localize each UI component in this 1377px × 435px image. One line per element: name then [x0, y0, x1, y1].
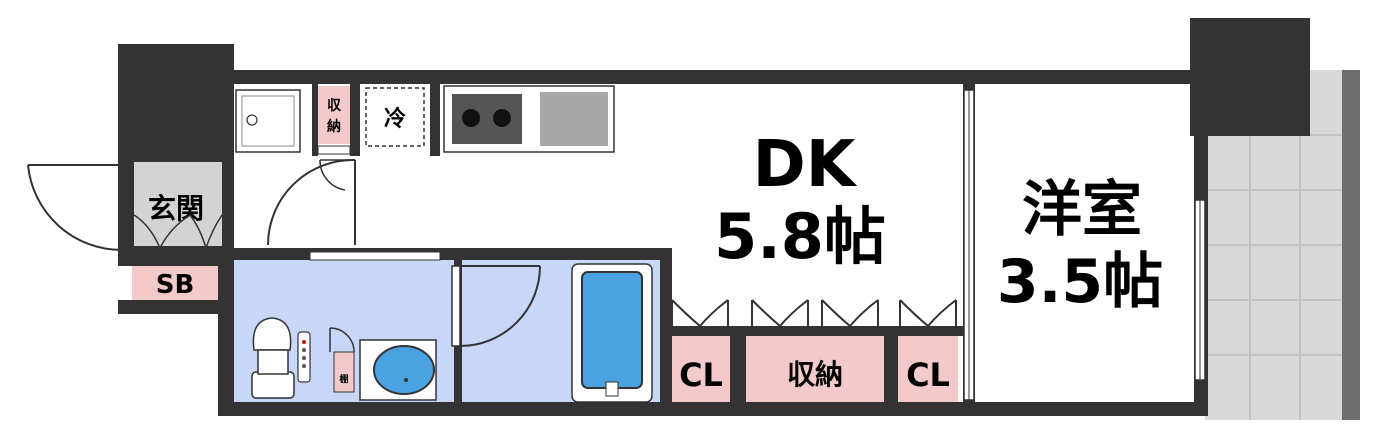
- entrance-floor: [133, 160, 223, 248]
- sliding-door: [309, 251, 441, 261]
- closet-right-label: CL: [906, 356, 950, 394]
- shoe-box-label: SB: [156, 270, 195, 300]
- storage-small-label-1: 収: [327, 97, 342, 114]
- bathtub-icon: [571, 263, 653, 403]
- dk-room-name: DK: [753, 128, 858, 202]
- entrance-inner-door: [133, 214, 223, 249]
- shelf-label: 棚: [339, 373, 348, 385]
- window-western: [1194, 199, 1206, 381]
- storage-small: 収 納: [317, 86, 351, 155]
- dk-room-size: 5.8帖: [714, 200, 886, 273]
- closet-right: CL: [898, 336, 958, 402]
- closet-left: CL: [672, 336, 730, 402]
- stove-burner-icon: [462, 109, 480, 127]
- shelf: 棚: [333, 351, 355, 393]
- storage-small-door: [319, 159, 350, 191]
- washer-pan: [235, 89, 301, 153]
- entrance-label: 玄関: [148, 192, 204, 225]
- toilet-icon: [251, 317, 295, 399]
- hall-door: [267, 158, 356, 246]
- storage-center: 収納: [746, 336, 884, 402]
- fridge-space: 冷: [365, 87, 425, 147]
- stove-burner-icon: [493, 109, 511, 127]
- closet-left-label: CL: [679, 356, 723, 394]
- window-dk: [963, 89, 975, 401]
- fridge-label: 冷: [384, 106, 406, 132]
- entrance-door: [27, 164, 123, 252]
- shoe-box: SB: [132, 266, 218, 300]
- western-room-name: 洋室: [1022, 175, 1142, 245]
- toilet-door: [329, 327, 355, 353]
- sink-icon: [540, 92, 608, 146]
- closet-doors: [671, 299, 957, 327]
- bath-door: [451, 265, 541, 347]
- washbasin-icon: [359, 339, 437, 401]
- storage-small-label-2: 納: [327, 118, 341, 135]
- western-room-size: 3.5帖: [997, 247, 1163, 317]
- storage-center-label: 収納: [787, 358, 843, 391]
- remote-control-icon: [297, 331, 311, 383]
- kitchen: [443, 85, 615, 153]
